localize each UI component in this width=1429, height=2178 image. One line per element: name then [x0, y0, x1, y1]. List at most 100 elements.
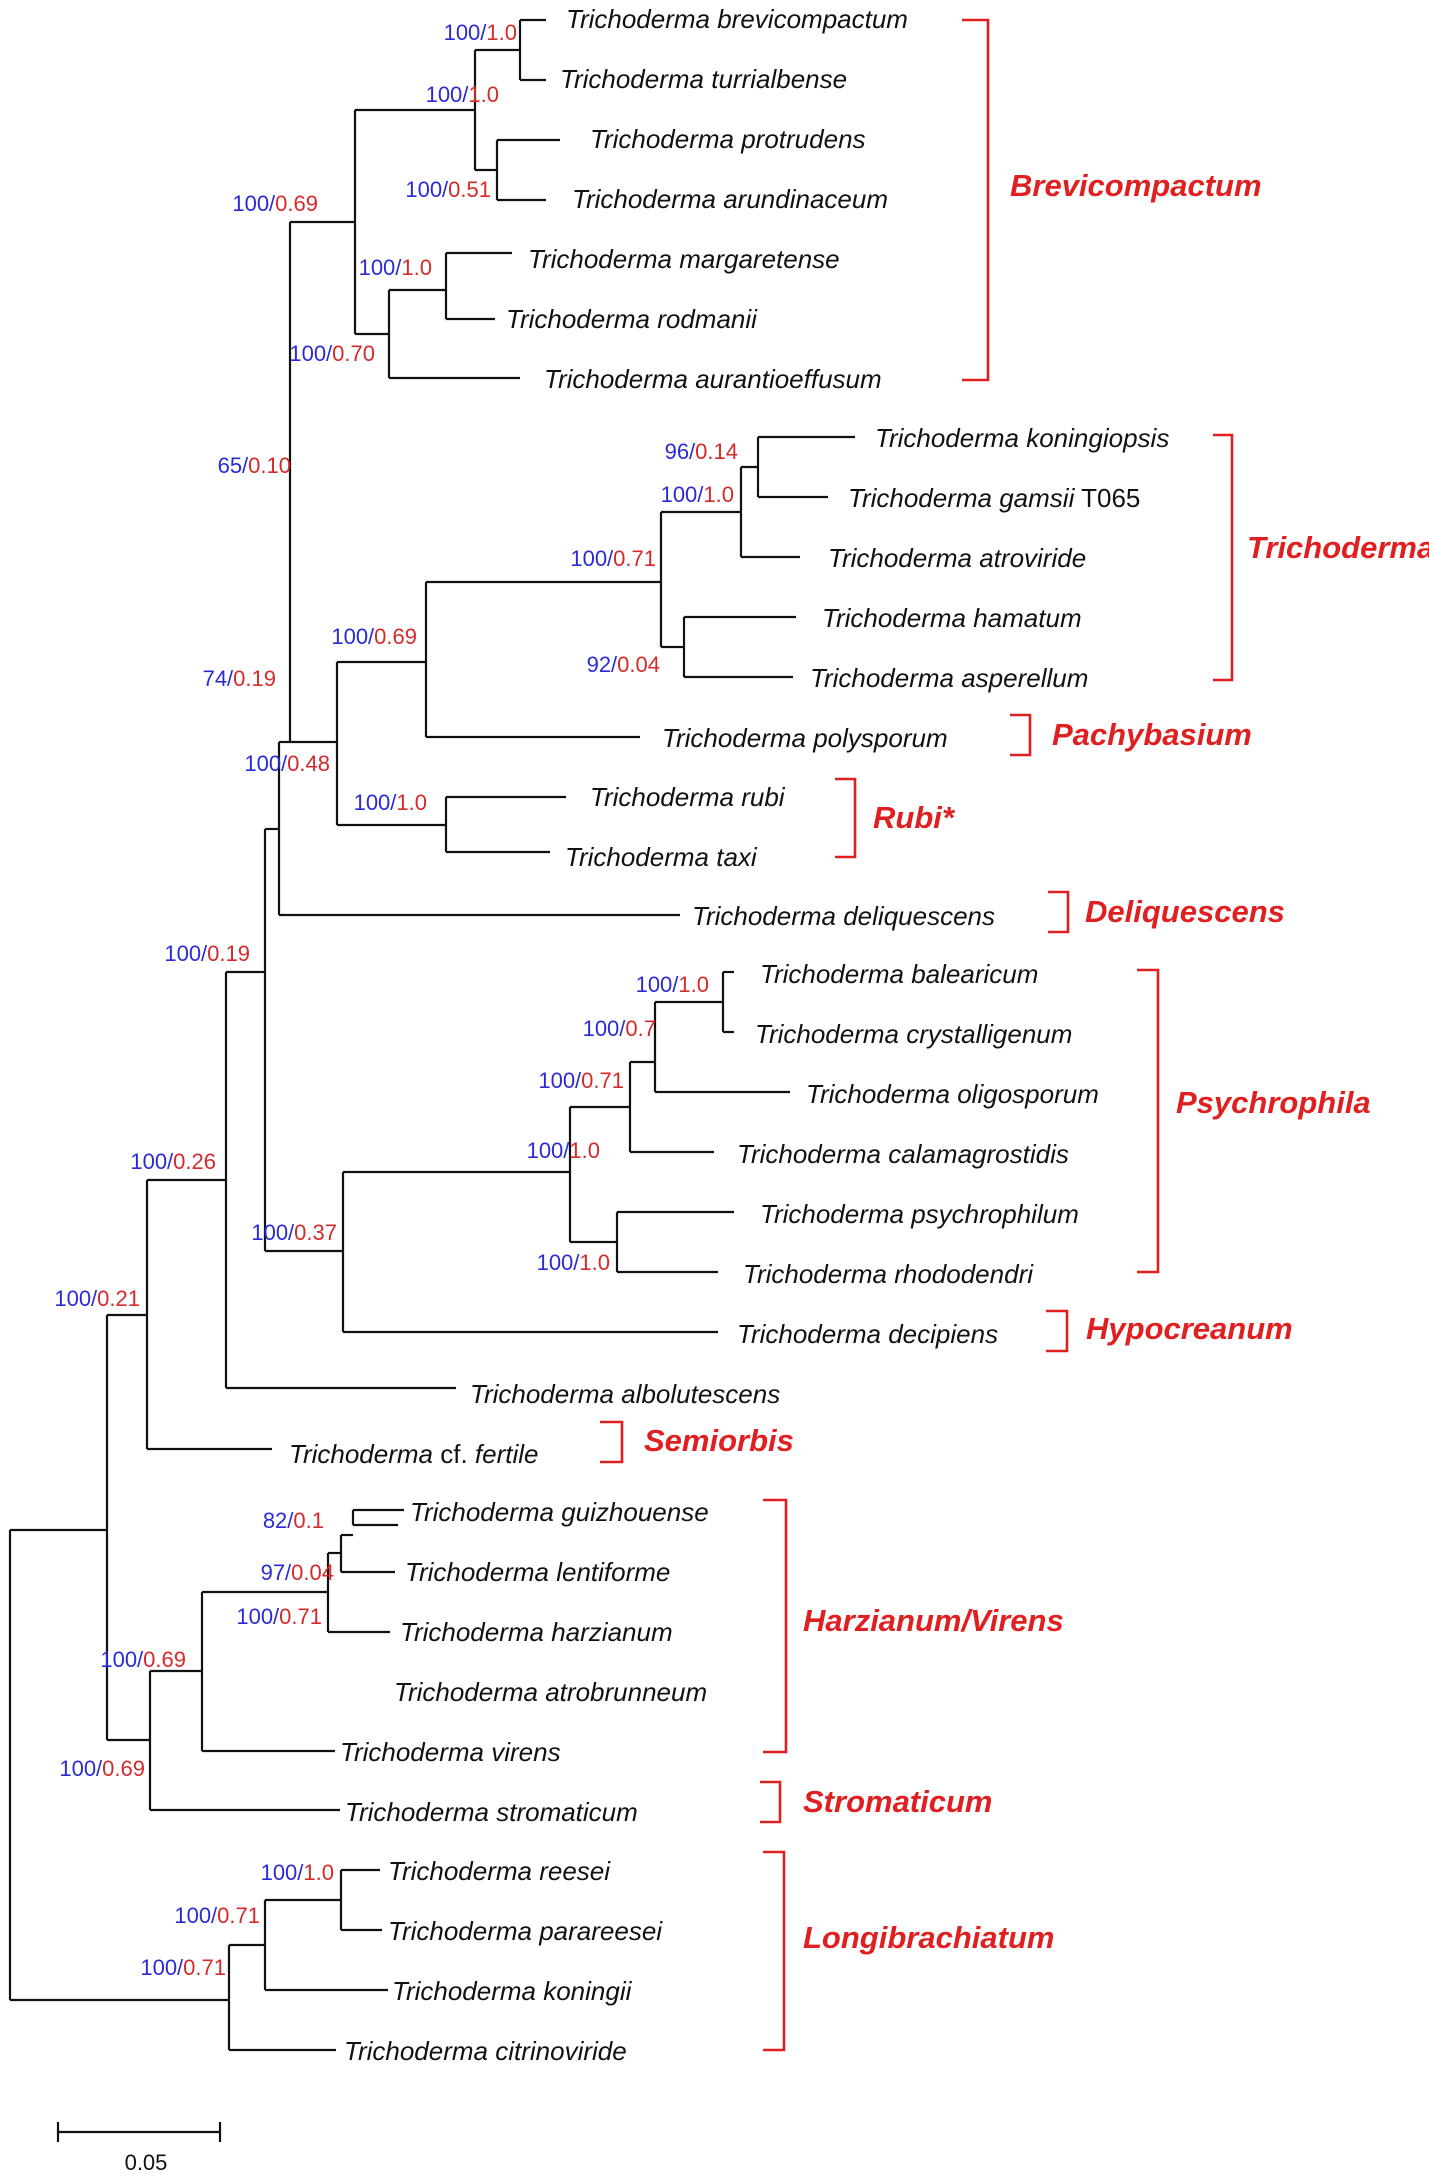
bootstrap-value: 92/: [587, 652, 618, 677]
posterior-value: 0.04: [291, 1560, 334, 1585]
clade-hypocreanum: Hypocreanum: [1046, 1309, 1293, 1353]
posterior-value: 0.10: [248, 453, 291, 478]
clade-label: Longibrachiatum: [803, 1920, 1054, 1955]
taxon-label-turrialbense: Trichoderma turrialbense: [560, 64, 847, 94]
support-value: 100/0.69: [331, 624, 417, 649]
clade-trichoderma: Trichoderma: [1213, 433, 1429, 682]
posterior-value: 0.7: [625, 1016, 656, 1041]
posterior-value: 0.51: [448, 177, 491, 202]
posterior-value: 1.0: [579, 1250, 610, 1275]
scale-bar-line: [56, 2122, 222, 2142]
support-value: 92/0.04: [587, 652, 660, 677]
clade-deliquescens: Deliquescens: [1048, 890, 1285, 934]
posterior-value: 1.0: [396, 790, 427, 815]
taxon-label-parareesei: Trichoderma parareesei: [388, 1916, 663, 1946]
clade-bracket: [1010, 713, 1032, 757]
posterior-value: 1.0: [303, 1860, 334, 1885]
bootstrap-value: 74/: [203, 666, 234, 691]
clade-label: Deliquescens: [1085, 894, 1285, 929]
bootstrap-value: 100/: [289, 341, 333, 366]
clade-stromaticum: Stromaticum: [760, 1780, 992, 1824]
clade-bracket: [962, 18, 990, 382]
clade-harzianum-virens: Harzianum/Virens: [763, 1498, 1064, 1754]
posterior-value: 1.0: [486, 20, 517, 45]
support-value: 82/0.1: [263, 1508, 324, 1533]
support-value: 100/0.21: [54, 1286, 140, 1311]
bootstrap-value: 100/: [164, 941, 208, 966]
clade-label: Trichoderma: [1247, 530, 1429, 565]
bootstrap-value: 100/: [538, 1068, 582, 1093]
taxon-label-asperellum: Trichoderma asperellum: [810, 663, 1088, 693]
clade-label: Stromaticum: [803, 1784, 992, 1819]
clade-bracket: [1213, 433, 1234, 682]
posterior-value: 0.48: [287, 751, 330, 776]
support-value: 100/0.71: [174, 1903, 260, 1928]
support-value: 100/0.69: [59, 1756, 145, 1781]
support-value: 100/1.0: [359, 255, 432, 280]
posterior-value: 0.14: [695, 439, 738, 464]
clade-label: Semiorbis: [644, 1423, 794, 1458]
taxon-label-rodmanii: Trichoderma rodmanii: [506, 304, 758, 334]
support-value: 100/1.0: [354, 790, 427, 815]
scale-bar: 0.05: [56, 2122, 222, 2175]
taxon-label-rubi: Trichoderma rubi: [590, 782, 786, 812]
taxon-label-brevicompactum: Trichoderma brevicompactum: [566, 4, 908, 34]
bootstrap-value: 96/: [665, 439, 696, 464]
taxon-label-atrobrunneum: Trichoderma atrobrunneum: [394, 1677, 707, 1707]
bootstrap-value: 100/: [661, 482, 705, 507]
support-value: 97/0.04: [261, 1560, 334, 1585]
taxon-label-balearicum: Trichoderma balearicum: [760, 959, 1038, 989]
support-value: 100/1.0: [537, 1250, 610, 1275]
clade-annotations: BrevicompactumTrichodermaPachybasiumRubi…: [600, 18, 1429, 2052]
support-value: 100/1.0: [636, 972, 709, 997]
taxon-label-calamagrostidis: Trichoderma calamagrostidis: [737, 1139, 1069, 1169]
taxon-label-reesei: Trichoderma reesei: [388, 1856, 611, 1886]
clade-bracket: [600, 1420, 624, 1464]
taxon-label-protrudens: Trichoderma protrudens: [590, 124, 866, 154]
bootstrap-value: 100/: [236, 1604, 280, 1629]
support-value: 100/0.71: [236, 1604, 322, 1629]
taxon-label-margaretense: Trichoderma margaretense: [528, 244, 840, 274]
taxon-label-rhododendri: Trichoderma rhododendri: [743, 1259, 1034, 1289]
posterior-value: 1.0: [468, 82, 499, 107]
bootstrap-value: 100/: [331, 624, 375, 649]
support-value: 96/0.14: [665, 439, 738, 464]
taxon-label-aurantioeffusum: Trichoderma aurantioeffusum: [544, 364, 882, 394]
taxon-label-oligosporum: Trichoderma oligosporum: [806, 1079, 1099, 1109]
posterior-value: 0.1: [293, 1508, 324, 1533]
taxon-label-taxi: Trichoderma taxi: [565, 842, 758, 872]
support-value: 100/0.51: [405, 177, 491, 202]
taxon-label-polysporum: Trichoderma polysporum: [662, 723, 948, 753]
clade-bracket: [763, 1850, 786, 2052]
taxon-label-koningii: Trichoderma koningii: [392, 1976, 633, 2006]
bootstrap-value: 100/: [130, 1149, 174, 1174]
support-value: 100/0.69: [232, 191, 318, 216]
taxon-label-deliquescens: Trichoderma deliquescens: [692, 901, 995, 931]
posterior-value: 0.04: [617, 652, 660, 677]
posterior-value: 1.0: [678, 972, 709, 997]
support-value: 100/0.70: [289, 341, 375, 366]
taxon-label-stromaticum: Trichoderma stromaticum: [345, 1797, 638, 1827]
posterior-value: 0.19: [207, 941, 250, 966]
bootstrap-value: 100/: [359, 255, 403, 280]
bootstrap-value: 100/: [405, 177, 449, 202]
clade-label: Hypocreanum: [1086, 1311, 1293, 1346]
bootstrap-value: 65/: [218, 453, 249, 478]
clade-pachybasium: Pachybasium: [1010, 713, 1252, 757]
bootstrap-value: 100/: [583, 1016, 627, 1041]
taxon-label-fertile: Trichoderma cf. fertile: [289, 1439, 538, 1469]
support-value: 100/1.0: [661, 482, 734, 507]
posterior-value: 0.71: [183, 1955, 226, 1980]
taxon-label-lentiforme: Trichoderma lentiforme: [405, 1557, 670, 1587]
clade-label: Pachybasium: [1052, 717, 1252, 752]
posterior-value: 0.71: [217, 1903, 260, 1928]
clade-bracket: [835, 777, 857, 859]
taxon-label-hamatum: Trichoderma hamatum: [822, 603, 1082, 633]
support-value: 100/1.0: [426, 82, 499, 107]
clade-label: Psychrophila: [1176, 1085, 1371, 1120]
support-value: 74/0.19: [203, 666, 276, 691]
clade-bracket: [1048, 890, 1070, 934]
bootstrap-value: 100/: [527, 1138, 571, 1163]
clade-bracket: [1046, 1309, 1069, 1353]
